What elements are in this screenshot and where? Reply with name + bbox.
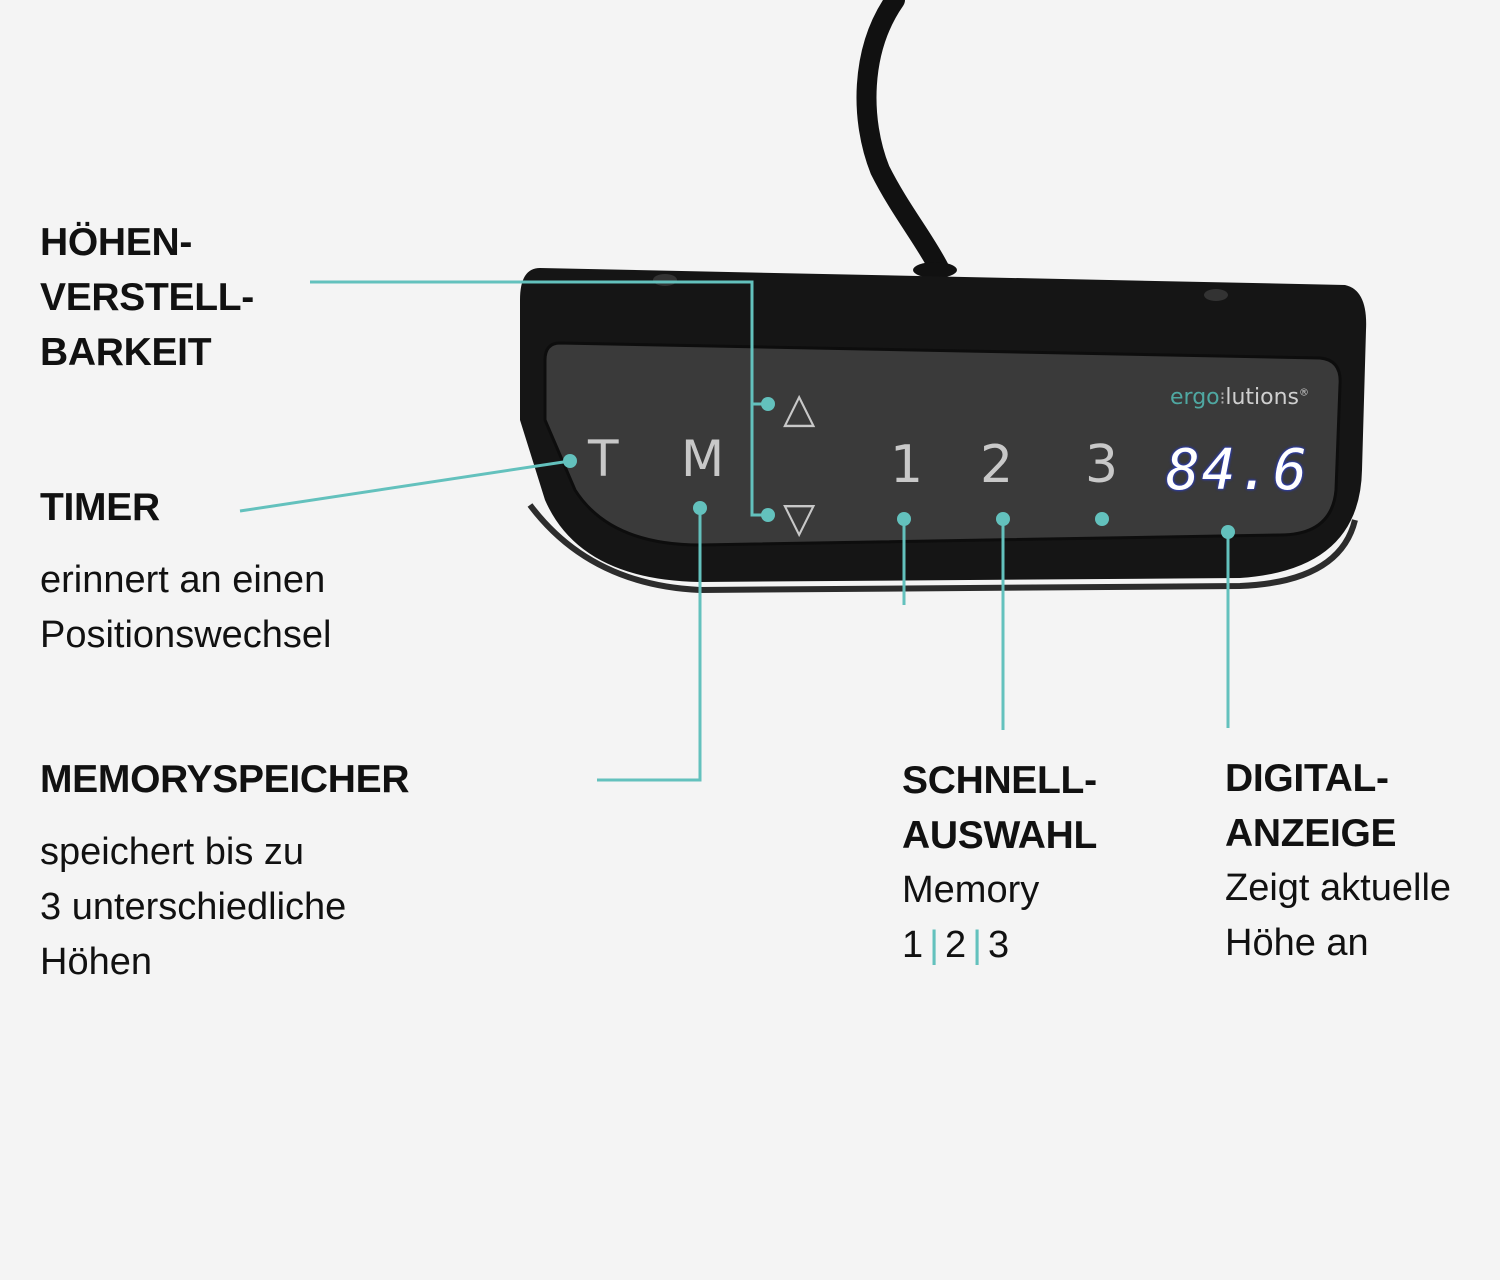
- display-title-1: DIGITAL-: [1225, 757, 1389, 800]
- quick-select-desc: Memory: [902, 869, 1040, 911]
- timer-title: TIMER: [40, 486, 160, 529]
- up-arrow-button[interactable]: △: [783, 383, 816, 432]
- brand-dots-icon: ⁝: [1219, 388, 1226, 409]
- quick-select-numbers: 1|2|3: [902, 918, 1097, 973]
- quick-select-num-2: 2: [945, 924, 967, 966]
- timer-label: TIMER erinnert an einen Positionswechsel: [40, 480, 331, 663]
- timer-desc-2: Positionswechsel: [40, 614, 332, 656]
- brand-suffix: lutions: [1225, 385, 1300, 410]
- height-adjust-title-3: BARKEIT: [40, 331, 212, 374]
- preset-2-button[interactable]: 2: [980, 435, 1014, 495]
- quick-select-num-3: 3: [988, 924, 1010, 966]
- display-title-2: ANZEIGE: [1225, 812, 1397, 855]
- height-adjust-title-1: HÖHEN-: [40, 221, 193, 264]
- brand-prefix: ergo: [1170, 385, 1220, 410]
- separator: |: [929, 924, 940, 966]
- display-desc-2: Höhe an: [1225, 922, 1369, 964]
- memory-title: MEMORYSPEICHER: [40, 758, 410, 801]
- memory-button[interactable]: M: [681, 430, 725, 488]
- brand-logo: ergo⁝lutions®: [1170, 385, 1309, 410]
- power-cable: [856, 0, 950, 280]
- separator: |: [972, 924, 983, 966]
- memory-desc-2: 3 unterschiedliche: [40, 886, 347, 928]
- quick-select-title-2: AUSWAHL: [902, 814, 1098, 857]
- height-adjust-label: HÖHEN- VERSTELL- BARKEIT: [40, 215, 254, 380]
- quick-select-title-1: SCHNELL-: [902, 759, 1097, 802]
- display-desc-1: Zeigt aktuelle: [1225, 867, 1452, 909]
- down-arrow-button[interactable]: ▽: [783, 493, 816, 542]
- height-adjust-title-2: VERSTELL-: [40, 276, 254, 319]
- memory-desc-3: Höhen: [40, 941, 152, 983]
- quick-select-num-1: 1: [902, 924, 924, 966]
- quick-select-label: SCHNELL- AUSWAHL Memory 1|2|3: [902, 753, 1097, 973]
- memory-label: MEMORYSPEICHER speichert bis zu 3 unters…: [40, 752, 410, 990]
- display-label: DIGITAL- ANZEIGE Zeigt aktuelle Höhe an: [1225, 751, 1451, 971]
- memory-desc-1: speichert bis zu: [40, 831, 305, 873]
- height-display: 84.6: [1166, 438, 1309, 503]
- preset-1-button[interactable]: 1: [890, 435, 924, 495]
- registered-mark: ®: [1299, 387, 1310, 399]
- timer-button[interactable]: T: [588, 430, 619, 488]
- timer-desc-1: erinnert an einen: [40, 559, 326, 601]
- preset-3-button[interactable]: 3: [1085, 435, 1119, 495]
